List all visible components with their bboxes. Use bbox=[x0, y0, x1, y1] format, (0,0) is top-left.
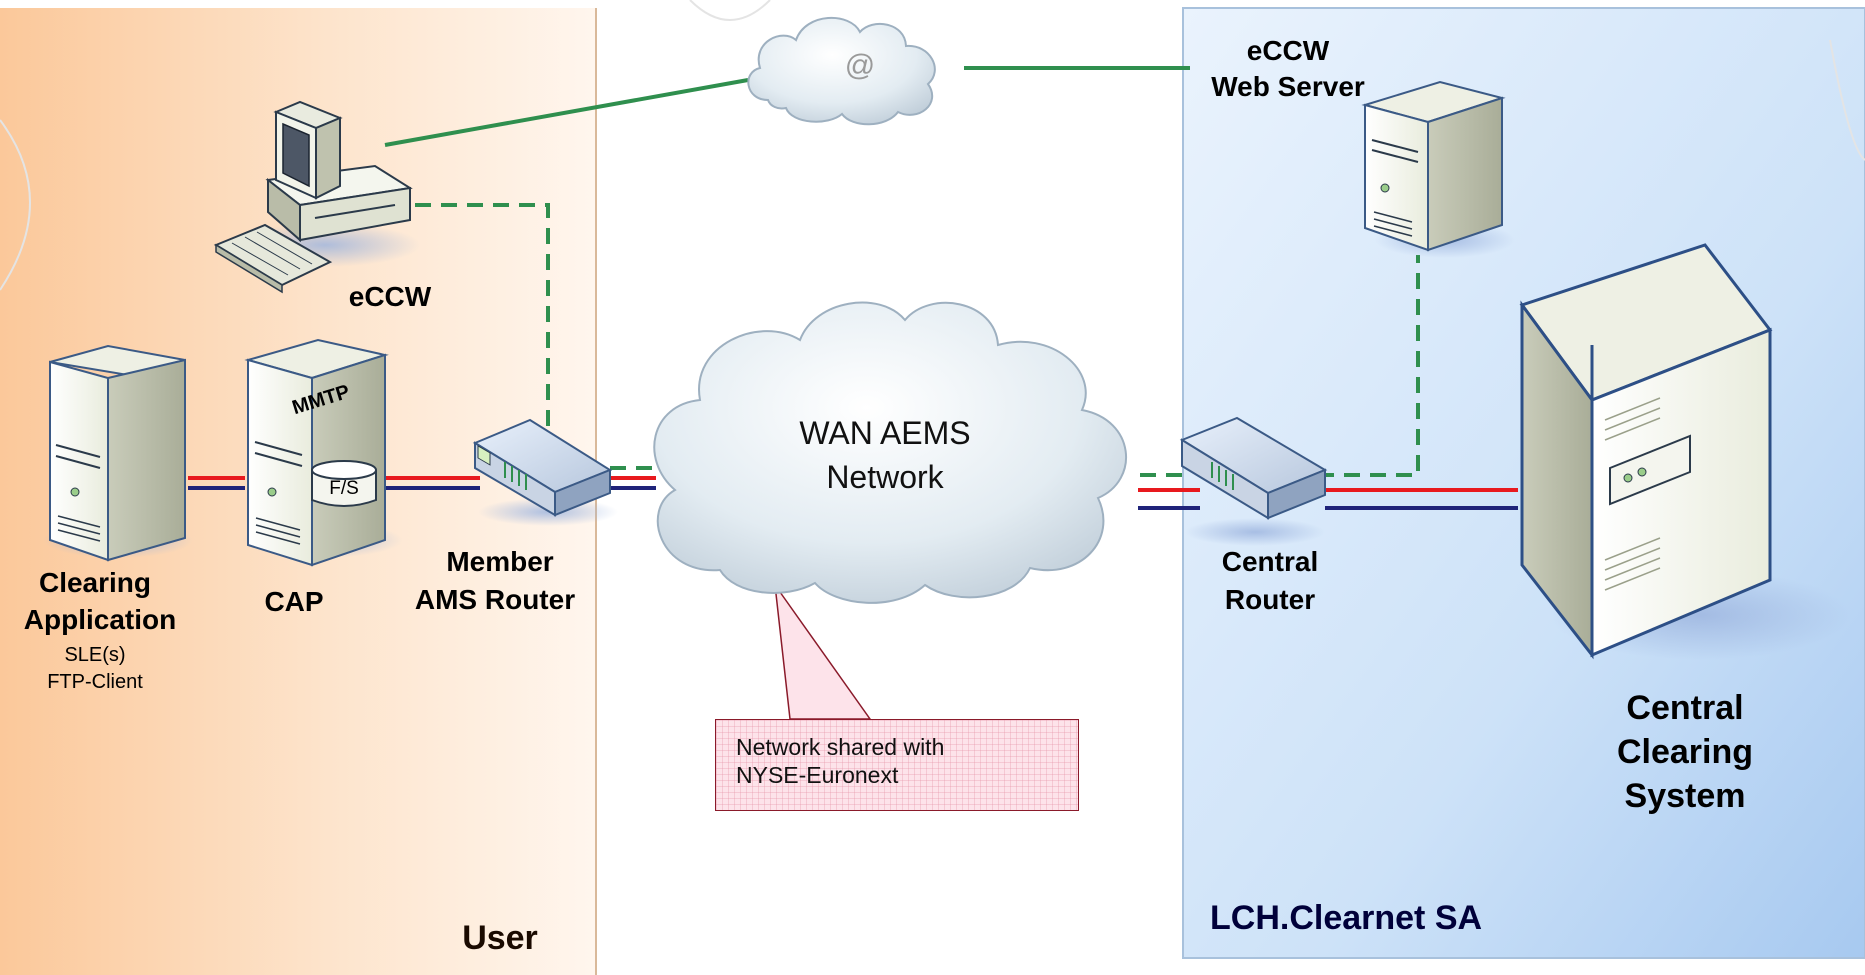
tower-server-icon bbox=[242, 338, 402, 567]
router-icon bbox=[472, 418, 618, 526]
wan-cloud-icon bbox=[653, 301, 1128, 604]
mainframe-icon bbox=[1519, 243, 1850, 660]
internet-cloud-icon bbox=[747, 17, 936, 126]
router-icon bbox=[1179, 416, 1328, 546]
tower-server-icon bbox=[1361, 80, 1515, 258]
dashed-links bbox=[415, 203, 1420, 477]
callout-pointer bbox=[774, 584, 872, 720]
background-decoration bbox=[0, 0, 1865, 291]
internet-links bbox=[384, 66, 1190, 147]
desktop-computer-icon bbox=[213, 100, 420, 294]
wan-links bbox=[188, 476, 1518, 510]
tower-server-icon bbox=[43, 344, 193, 562]
